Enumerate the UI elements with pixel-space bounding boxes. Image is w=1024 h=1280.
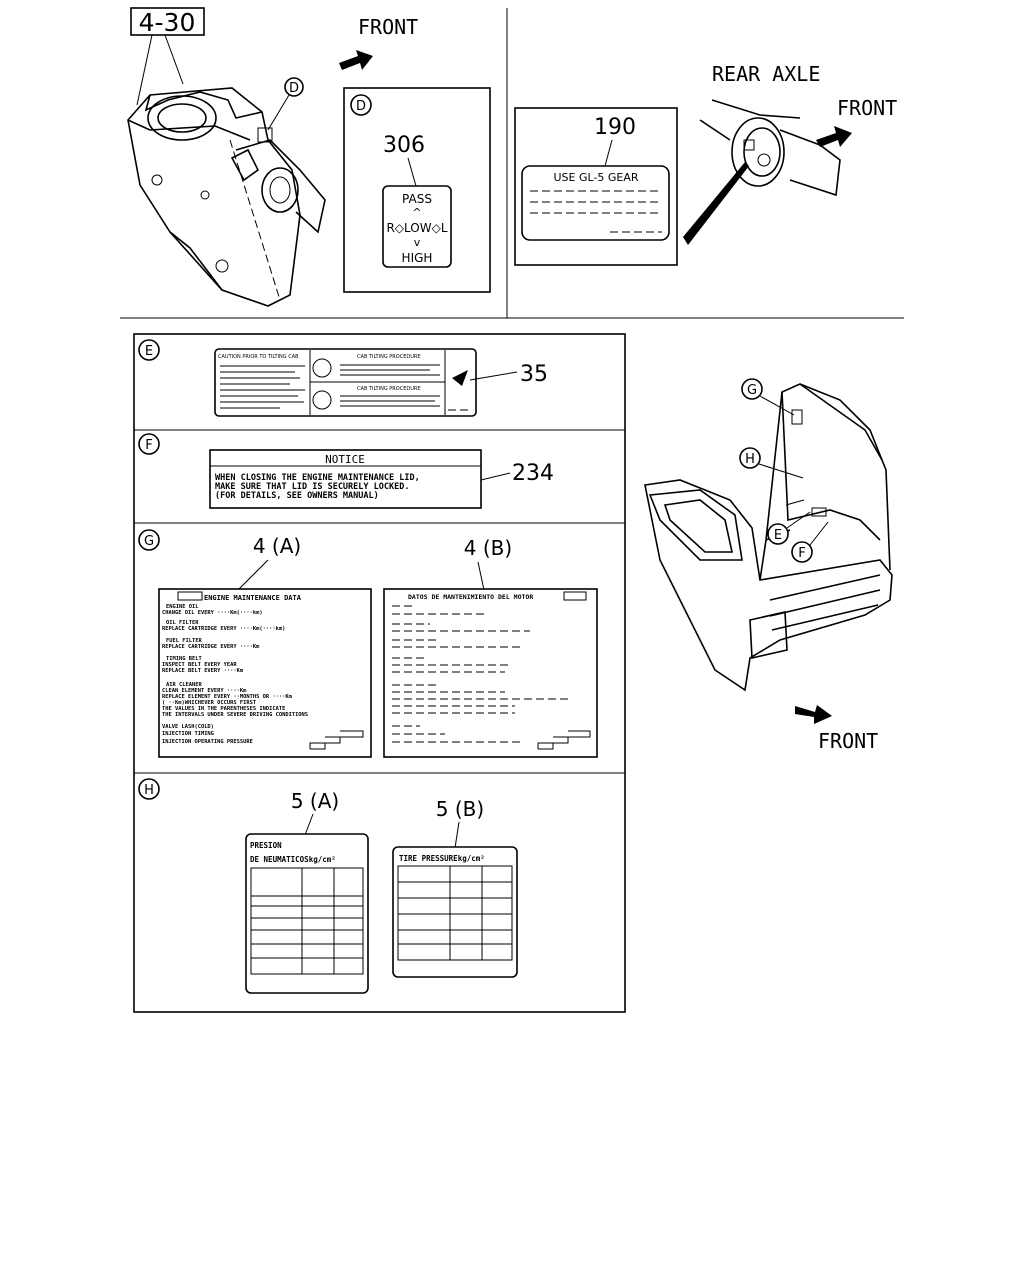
front-arrow-cab <box>795 705 832 724</box>
label-4a-line: INSPECT BELT EVERY YEAR <box>162 662 237 668</box>
label-4a-line: INJECTION OPERATING PRESSURE <box>162 739 253 745</box>
part-no-306: 306 <box>383 133 425 158</box>
shift-housing-drawing <box>127 87 326 307</box>
notice-line-2: MAKE SURE THAT LID IS SECURELY LOCKED. <box>215 482 409 492</box>
label-4a-line: FUEL FILTER <box>166 638 202 644</box>
svg-text:CAB TILTING PROCEDURE: CAB TILTING PROCEDURE <box>357 354 421 360</box>
svg-text:H: H <box>745 452 755 467</box>
svg-text:D: D <box>289 81 299 96</box>
callout-e: E <box>145 344 153 359</box>
tire-label-5b-title: TIRE PRESSUREkg/cm² <box>399 854 485 863</box>
svg-text:G: G <box>747 383 757 398</box>
label-4a-line: AIR CLEANER <box>166 682 202 688</box>
tire-label-5a-line-2: DE NEUMATICOSkg/cm² <box>250 855 336 864</box>
label-4a-line: INJECTION TIMING <box>162 731 214 737</box>
part-no-190: 190 <box>594 115 636 140</box>
ref-box: 4-30 <box>130 7 205 37</box>
part-no-4a: 4 (A) <box>253 534 301 558</box>
label-d-panel: D 306 PASS ^ R◇LOW◇L v HIGH <box>343 87 491 293</box>
section-g: G 4 (A) 4 (B) ENGINE MAINTENANCE DATA EN… <box>138 529 598 758</box>
label-4a-line: REPLACE ELEMENT EVERY ··MONTHS OR ····Km <box>162 694 293 700</box>
ref-box-text: 4-30 <box>139 8 196 37</box>
label-4a-line: TIMING BELT <box>166 656 202 662</box>
label-4a-line: REPLACE CARTRIDGE EVERY ····Km(····km) <box>162 626 285 632</box>
cab-callout-h: H <box>739 447 804 479</box>
svg-text:E: E <box>774 528 782 543</box>
svg-text:v: v <box>414 236 421 249</box>
part-no-4b: 4 (B) <box>464 536 512 560</box>
cab-callout-e: E <box>767 511 811 545</box>
label-4a-line: CHANGE OIL EVERY ····Km(····km) <box>162 610 263 616</box>
svg-text:CAB TILTING PROCEDURE: CAB TILTING PROCEDURE <box>357 386 421 392</box>
shift-low: R◇LOW◇L <box>386 221 447 235</box>
shift-high: HIGH <box>402 251 433 265</box>
cab-callout-f: F <box>791 521 829 563</box>
callout-h: H <box>144 783 154 798</box>
label-4a-line: OIL FILTER <box>166 620 199 626</box>
gear-oil-text: USE GL-5 GEAR <box>553 171 638 184</box>
notice-title: NOTICE <box>325 453 365 466</box>
label-4b-title: DATOS DE MANTENIMIENTO DEL MOTOR <box>408 593 533 601</box>
front-label-top-left: FRONT <box>358 15 418 39</box>
svg-text:F: F <box>798 546 805 561</box>
label-4a-line: ENGINE OIL <box>166 604 199 610</box>
callout-d-top: D <box>284 77 304 97</box>
front-arrow-top-left: FRONT <box>339 15 418 70</box>
label-4a-title: ENGINE MAINTENANCE DATA <box>204 594 302 602</box>
label-4a-line: CLEAN ELEMENT EVERY ····Km <box>162 688 247 694</box>
notice-line-1: WHEN CLOSING THE ENGINE MAINTENANCE LID, <box>215 473 420 483</box>
label-d-callout: D <box>356 99 366 114</box>
part-no-5a: 5 (A) <box>291 789 339 813</box>
rear-axle-label: REAR AXLE <box>712 62 820 86</box>
label-4a-line: ( ··Km)WHICHEVER OCCURS FIRST <box>162 700 257 706</box>
front-arrow-top-right <box>816 126 852 147</box>
tire-label-5a-line-1: PRESION <box>250 841 282 850</box>
section-h: H 5 (A) 5 (B) PRESION DE NEUMATICOSkg/cm… <box>138 778 518 994</box>
svg-text:^: ^ <box>412 206 421 219</box>
notice-line-3: (FOR DETAILS, SEE OWNERS MANUAL) <box>215 491 379 501</box>
label-4a-line: REPLACE BELT EVERY ····Km <box>162 668 244 674</box>
part-no-234: 234 <box>512 461 554 486</box>
front-label-top-right: FRONT <box>837 96 897 120</box>
label-4a-line: REPLACE CARTRIDGE EVERY ····Km <box>162 644 260 650</box>
section-e: E CAUTION PRIOR TO TILTING CAB CAB TILTI… <box>138 339 548 417</box>
label-190-panel: 190 USE GL-5 GEAR <box>514 107 678 266</box>
svg-text:CAUTION PRIOR TO TILTING CAB: CAUTION PRIOR TO TILTING CAB <box>218 354 299 360</box>
shift-pass: PASS <box>402 192 432 206</box>
callout-f: F <box>145 438 152 453</box>
part-no-5b: 5 (B) <box>436 797 484 821</box>
label-4a-line: THE INTERVALS UNDER SEVERE DRIVING CONDI… <box>162 712 308 718</box>
callout-g: G <box>144 534 154 549</box>
section-f: F NOTICE WHEN CLOSING THE ENGINE MAINTEN… <box>138 433 554 509</box>
front-label-cab: FRONT <box>818 729 878 753</box>
cab-callout-g: G <box>741 378 795 416</box>
label-4a-line: THE VALUES IN THE PARENTHESES INDICATE <box>162 706 285 712</box>
rear-axle-drawing <box>683 99 841 245</box>
label-4a-line: VALVE LASH(COLD) <box>162 724 214 730</box>
part-no-35: 35 <box>520 362 548 387</box>
